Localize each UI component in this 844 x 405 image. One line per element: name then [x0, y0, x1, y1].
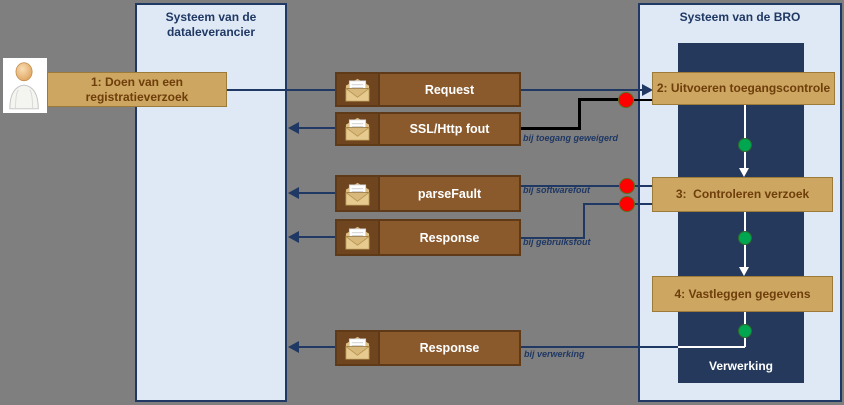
ssl-fout-line — [294, 127, 335, 129]
step-1-label: 1: Doen van een registratieverzoek — [85, 74, 189, 104]
message-ssl-http-fout-label: SSL/Http fout — [409, 122, 490, 136]
system-column-dataleverancier: Systeem van de dataleverancier — [135, 3, 287, 402]
ssl-fout-arrowhead-icon — [288, 122, 299, 134]
green-dot-icon — [738, 138, 752, 152]
message-final-response-label: Response — [419, 341, 480, 355]
ssl-error-path-h1 — [521, 127, 581, 130]
envelope-icon — [337, 221, 380, 254]
response-line-left — [294, 236, 335, 238]
message-response: Response — [335, 219, 521, 256]
ssl-error-path-v — [578, 98, 581, 130]
envelope-icon — [337, 177, 380, 210]
green-dot-icon — [738, 324, 752, 338]
message-parsefault: parseFault — [335, 175, 521, 212]
final-response-arrowhead-icon — [288, 341, 299, 353]
green-dot-icon — [738, 231, 752, 245]
response-path-h2 — [583, 203, 621, 205]
flow-step2-step3 — [744, 105, 746, 169]
parsefault-to-step3 — [633, 185, 652, 187]
message-request-label: Request — [424, 82, 475, 97]
message-parsefault-label: parseFault — [417, 186, 482, 201]
person-icon — [9, 61, 39, 109]
request-arrowhead-icon — [642, 84, 653, 96]
step-4-vastleggen-gegevens: 4: Vastleggen gegevens — [652, 276, 833, 312]
verwerking-label: Verwerking — [708, 359, 774, 373]
condition-softwarefout: bij softwarefout — [523, 185, 590, 195]
flow-arrowhead-step4-icon — [739, 267, 749, 276]
ssl-error-path-h2 — [578, 98, 627, 101]
step-2-uitvoeren-toegangscontrole: 2: Uitvoeren toegangscontrole — [652, 72, 835, 105]
system-title-bro: Systeem van de BRO — [679, 10, 801, 24]
ssl-error-path-to-step2 — [634, 99, 652, 101]
red-dot-icon — [619, 196, 635, 212]
envelope-icon — [337, 114, 380, 144]
step-2-label: 2: Uitvoeren toegangscontrole — [656, 81, 831, 95]
response-path-h1 — [521, 237, 585, 239]
flow-arrowhead-step3-icon — [739, 168, 749, 177]
parsefault-arrowhead-icon — [288, 187, 299, 199]
red-dot-icon — [619, 178, 635, 194]
step-3-label: 3: Controleren verzoek — [675, 187, 810, 201]
red-dot-icon — [618, 92, 634, 108]
condition-gebruiksfout: bij gebruiksfout — [523, 237, 591, 247]
step-1-doen-registratieverzoek: 1: Doen van een registratieverzoek — [47, 72, 227, 107]
system-title-dataleverancier: Systeem van de dataleverancier — [165, 10, 257, 39]
message-response-label: Response — [419, 230, 480, 245]
message-final-response: Response — [335, 330, 521, 366]
step-3-controleren-verzoek: 3: Controleren verzoek — [652, 177, 833, 212]
step-4-label: 4: Vastleggen gegevens — [674, 286, 811, 301]
parsefault-line-left — [294, 192, 335, 194]
response-to-step3 — [633, 203, 652, 205]
message-request: Request — [335, 72, 521, 107]
final-response-line-right — [521, 346, 678, 348]
final-response-line-left — [294, 346, 335, 348]
envelope-icon — [337, 74, 380, 105]
response-path-v — [583, 205, 585, 239]
condition-toegang-geweigerd: bij toegang geweigerd — [523, 133, 619, 143]
message-ssl-http-fout: SSL/Http fout — [335, 112, 521, 146]
response-arrowhead-icon — [288, 231, 299, 243]
condition-verwerking: bij verwerking — [524, 349, 585, 359]
parsefault-line-right — [521, 185, 621, 187]
final-response-line-lane — [678, 346, 745, 348]
envelope-icon — [337, 332, 380, 364]
actor-card — [3, 58, 47, 113]
